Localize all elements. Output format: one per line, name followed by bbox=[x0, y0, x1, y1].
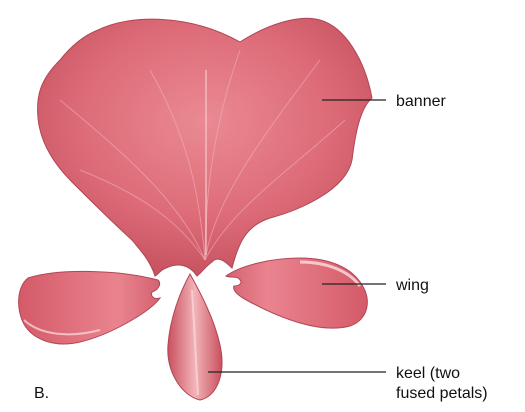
banner-label: banner bbox=[396, 93, 446, 110]
panel-label: B. bbox=[34, 385, 49, 402]
banner-petal bbox=[38, 18, 372, 276]
keel-label-line2: fused petals) bbox=[396, 385, 488, 402]
left-wing-petal bbox=[19, 271, 160, 344]
keel-label-line1: keel (two bbox=[396, 365, 460, 382]
right-wing-petal bbox=[226, 258, 367, 328]
keel-petal bbox=[168, 274, 222, 400]
wing-label: wing bbox=[395, 277, 429, 294]
